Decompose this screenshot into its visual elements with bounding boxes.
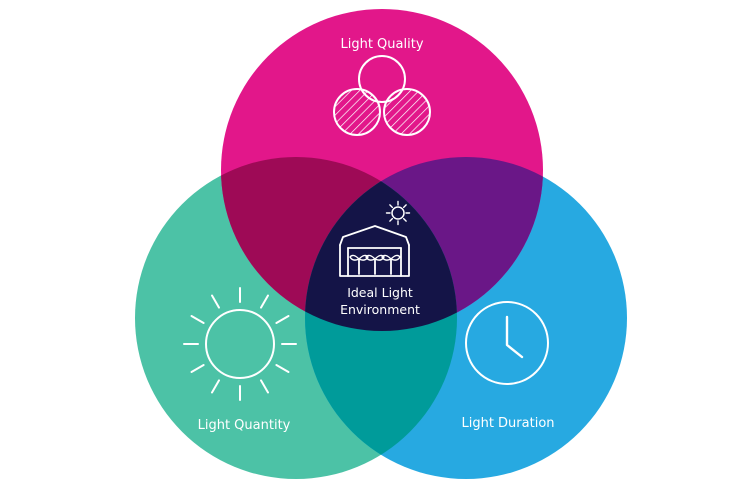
- sun-ray: [260, 294, 269, 309]
- sun-ray: [211, 294, 220, 309]
- label-light-duration: Light Duration: [461, 416, 554, 431]
- sun-ray: [389, 217, 394, 222]
- sun-ray: [275, 315, 290, 324]
- sun-ray: [211, 379, 220, 394]
- overlapping-circles-icon: [333, 55, 431, 136]
- sun-ray: [190, 364, 205, 373]
- sun-ray: [402, 204, 407, 209]
- sun-ray: [275, 364, 290, 373]
- sun-icon: [183, 287, 297, 401]
- clock-icon: [465, 301, 549, 385]
- small-sun-icon: [385, 200, 411, 226]
- greenhouse-icon: [339, 225, 410, 277]
- sun-ray: [402, 217, 407, 222]
- sun-ray: [260, 379, 269, 394]
- sun-ray: [190, 315, 205, 324]
- label-ideal-light: Ideal Light: [347, 285, 413, 300]
- label-light-quality: Light Quality: [340, 37, 423, 52]
- sun-ray: [389, 204, 394, 209]
- overlap-center: [305, 157, 457, 331]
- label-light-quantity: Light Quantity: [198, 418, 291, 433]
- label-environment: Environment: [340, 302, 420, 317]
